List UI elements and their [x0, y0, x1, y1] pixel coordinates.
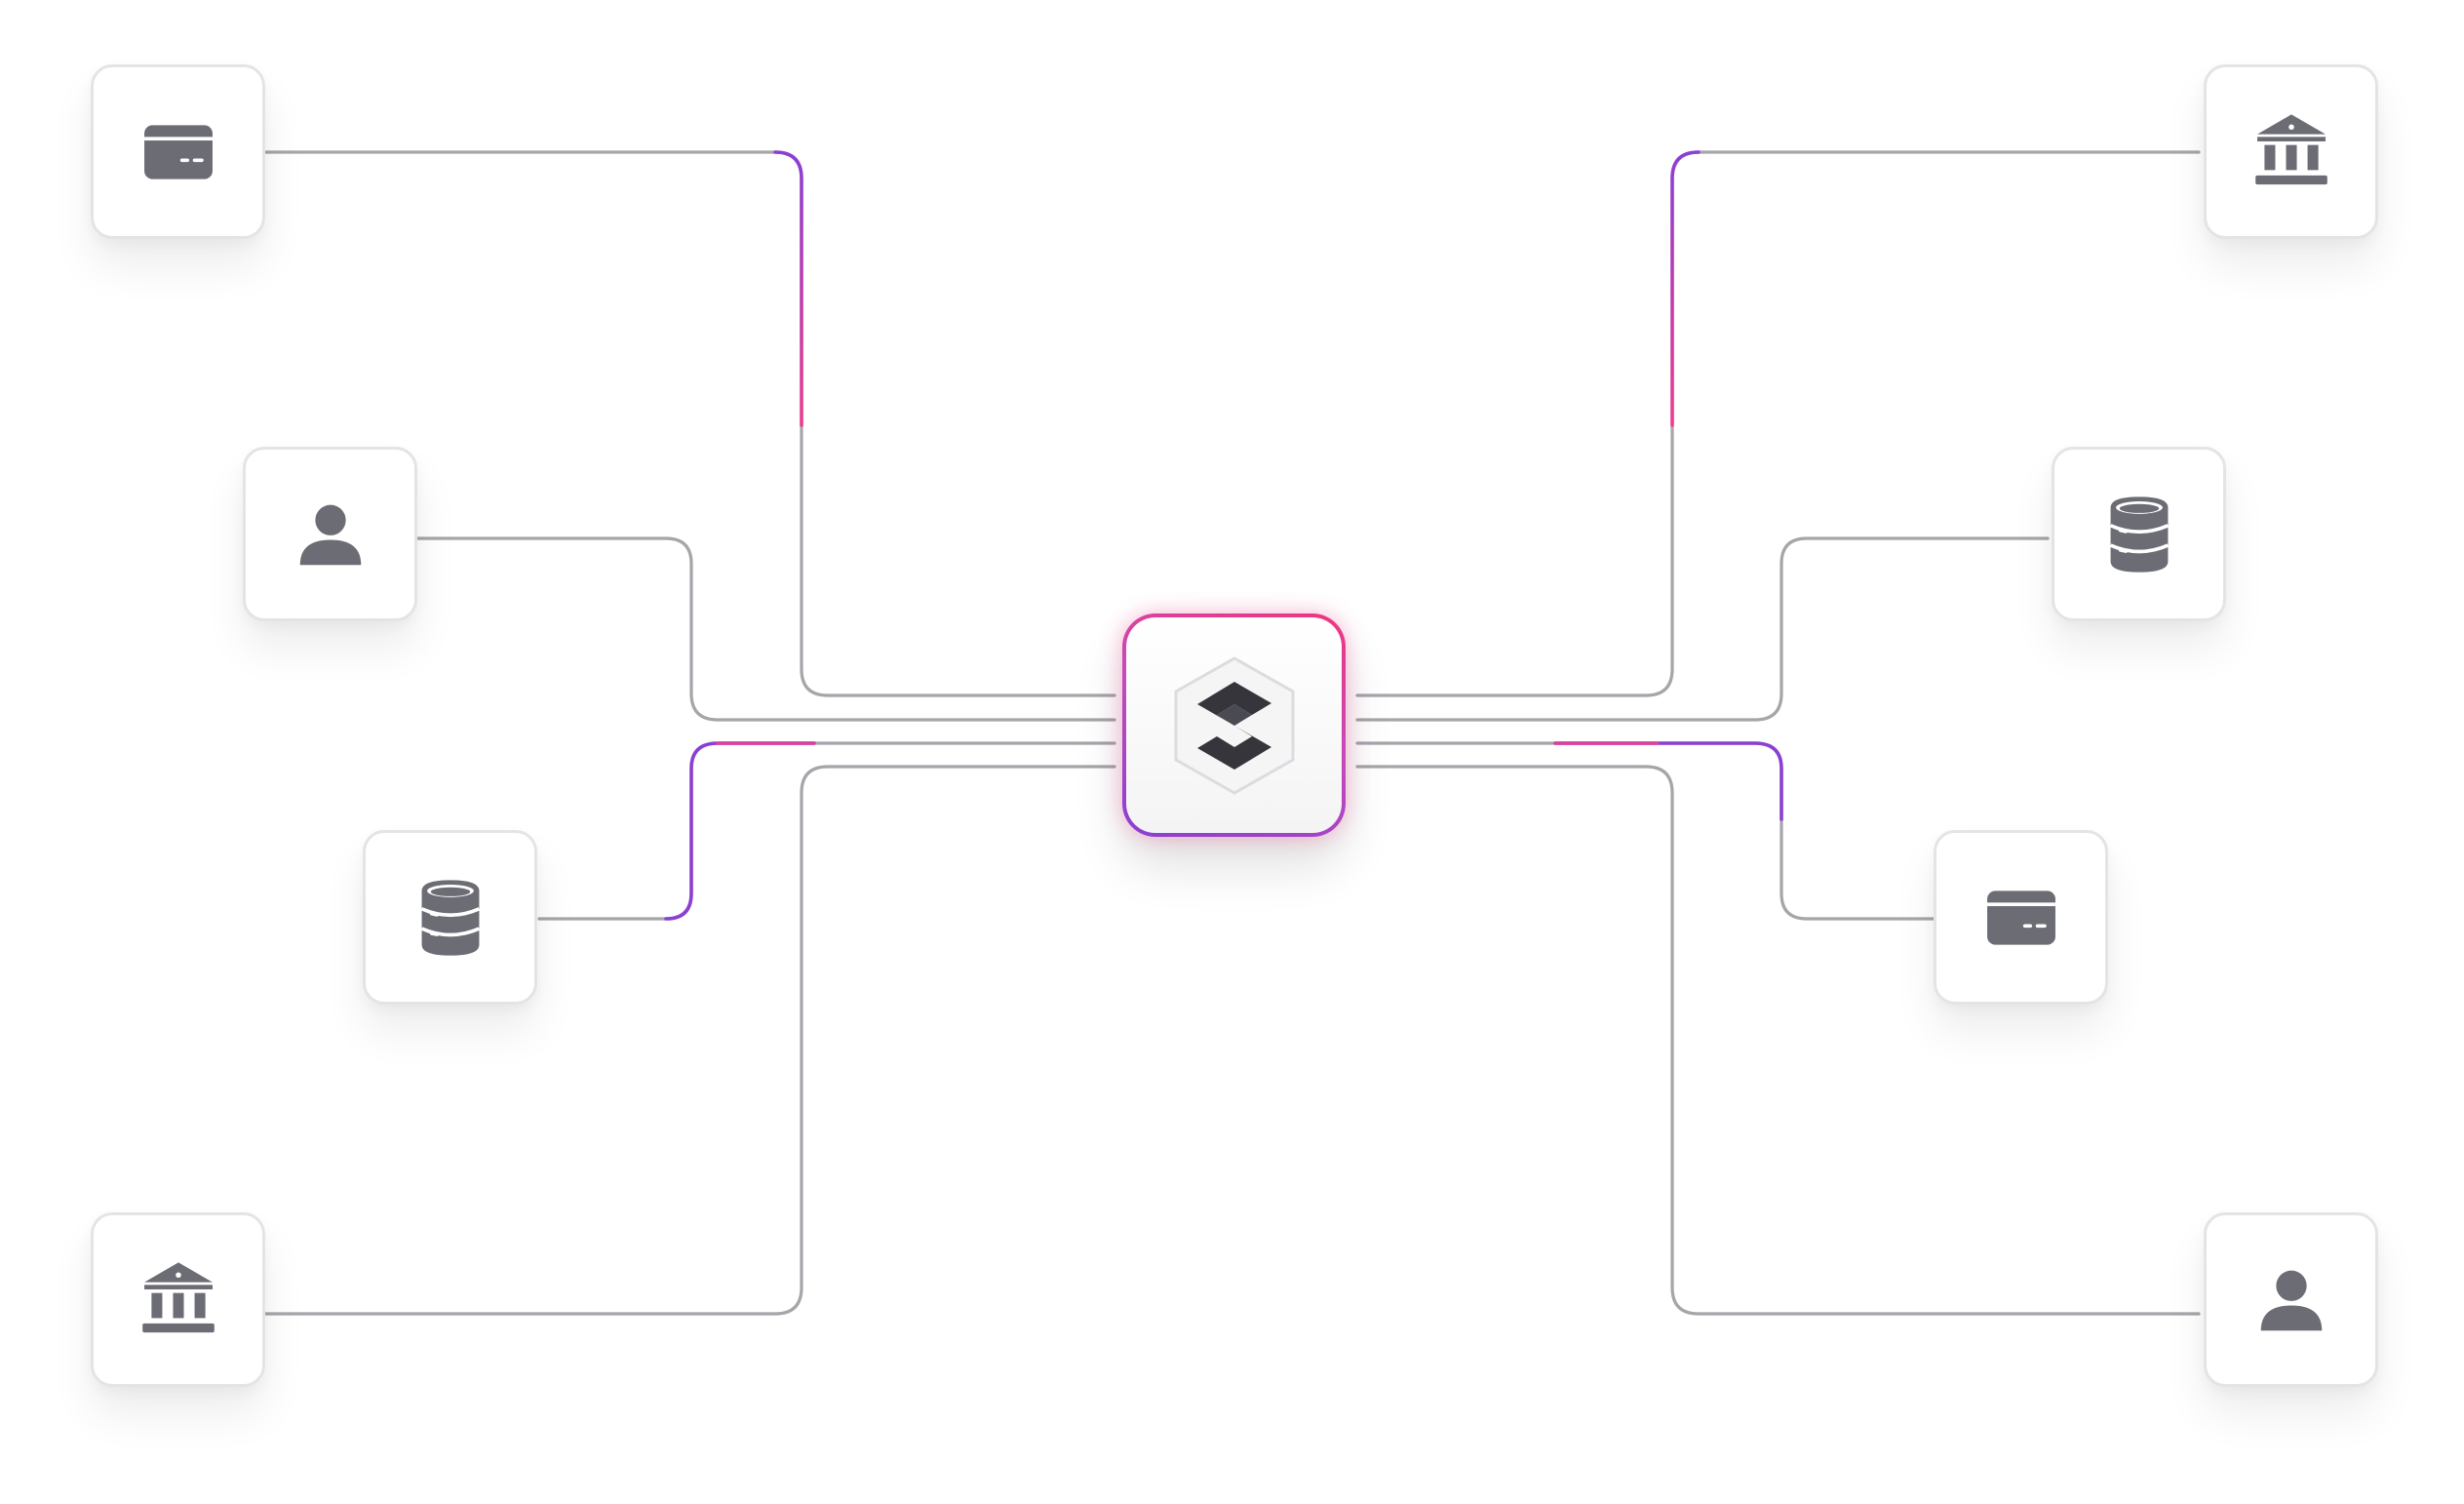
node-left-3[interactable]: [363, 830, 537, 1005]
bank-icon: [2254, 113, 2327, 184]
hub-node-inner: [1126, 617, 1342, 833]
hexagon-s-logo-icon: [1174, 655, 1294, 795]
user-icon: [299, 504, 361, 565]
node-right-2[interactable]: [2052, 447, 2226, 621]
connector-right-2: [1355, 536, 2050, 722]
credit-card-icon: [1986, 890, 2055, 945]
connector-left-4: [263, 765, 1116, 1316]
connector-left-3: [537, 741, 1116, 921]
bank-icon: [141, 1261, 215, 1332]
node-right-3[interactable]: [1934, 830, 2108, 1005]
node-left-1[interactable]: [91, 64, 265, 239]
hub-node[interactable]: [1122, 613, 1346, 837]
database-icon: [420, 879, 480, 956]
credit-card-icon: [143, 124, 213, 179]
node-left-4[interactable]: [91, 1212, 265, 1387]
node-left-2[interactable]: [243, 447, 417, 621]
connector-right-3: [1355, 741, 1936, 921]
database-icon: [2109, 495, 2169, 573]
node-right-4[interactable]: [2204, 1212, 2378, 1387]
connector-right-4: [1355, 765, 2201, 1316]
connector-left-2: [415, 536, 1116, 722]
node-right-1[interactable]: [2204, 64, 2378, 239]
user-icon: [2260, 1270, 2322, 1330]
